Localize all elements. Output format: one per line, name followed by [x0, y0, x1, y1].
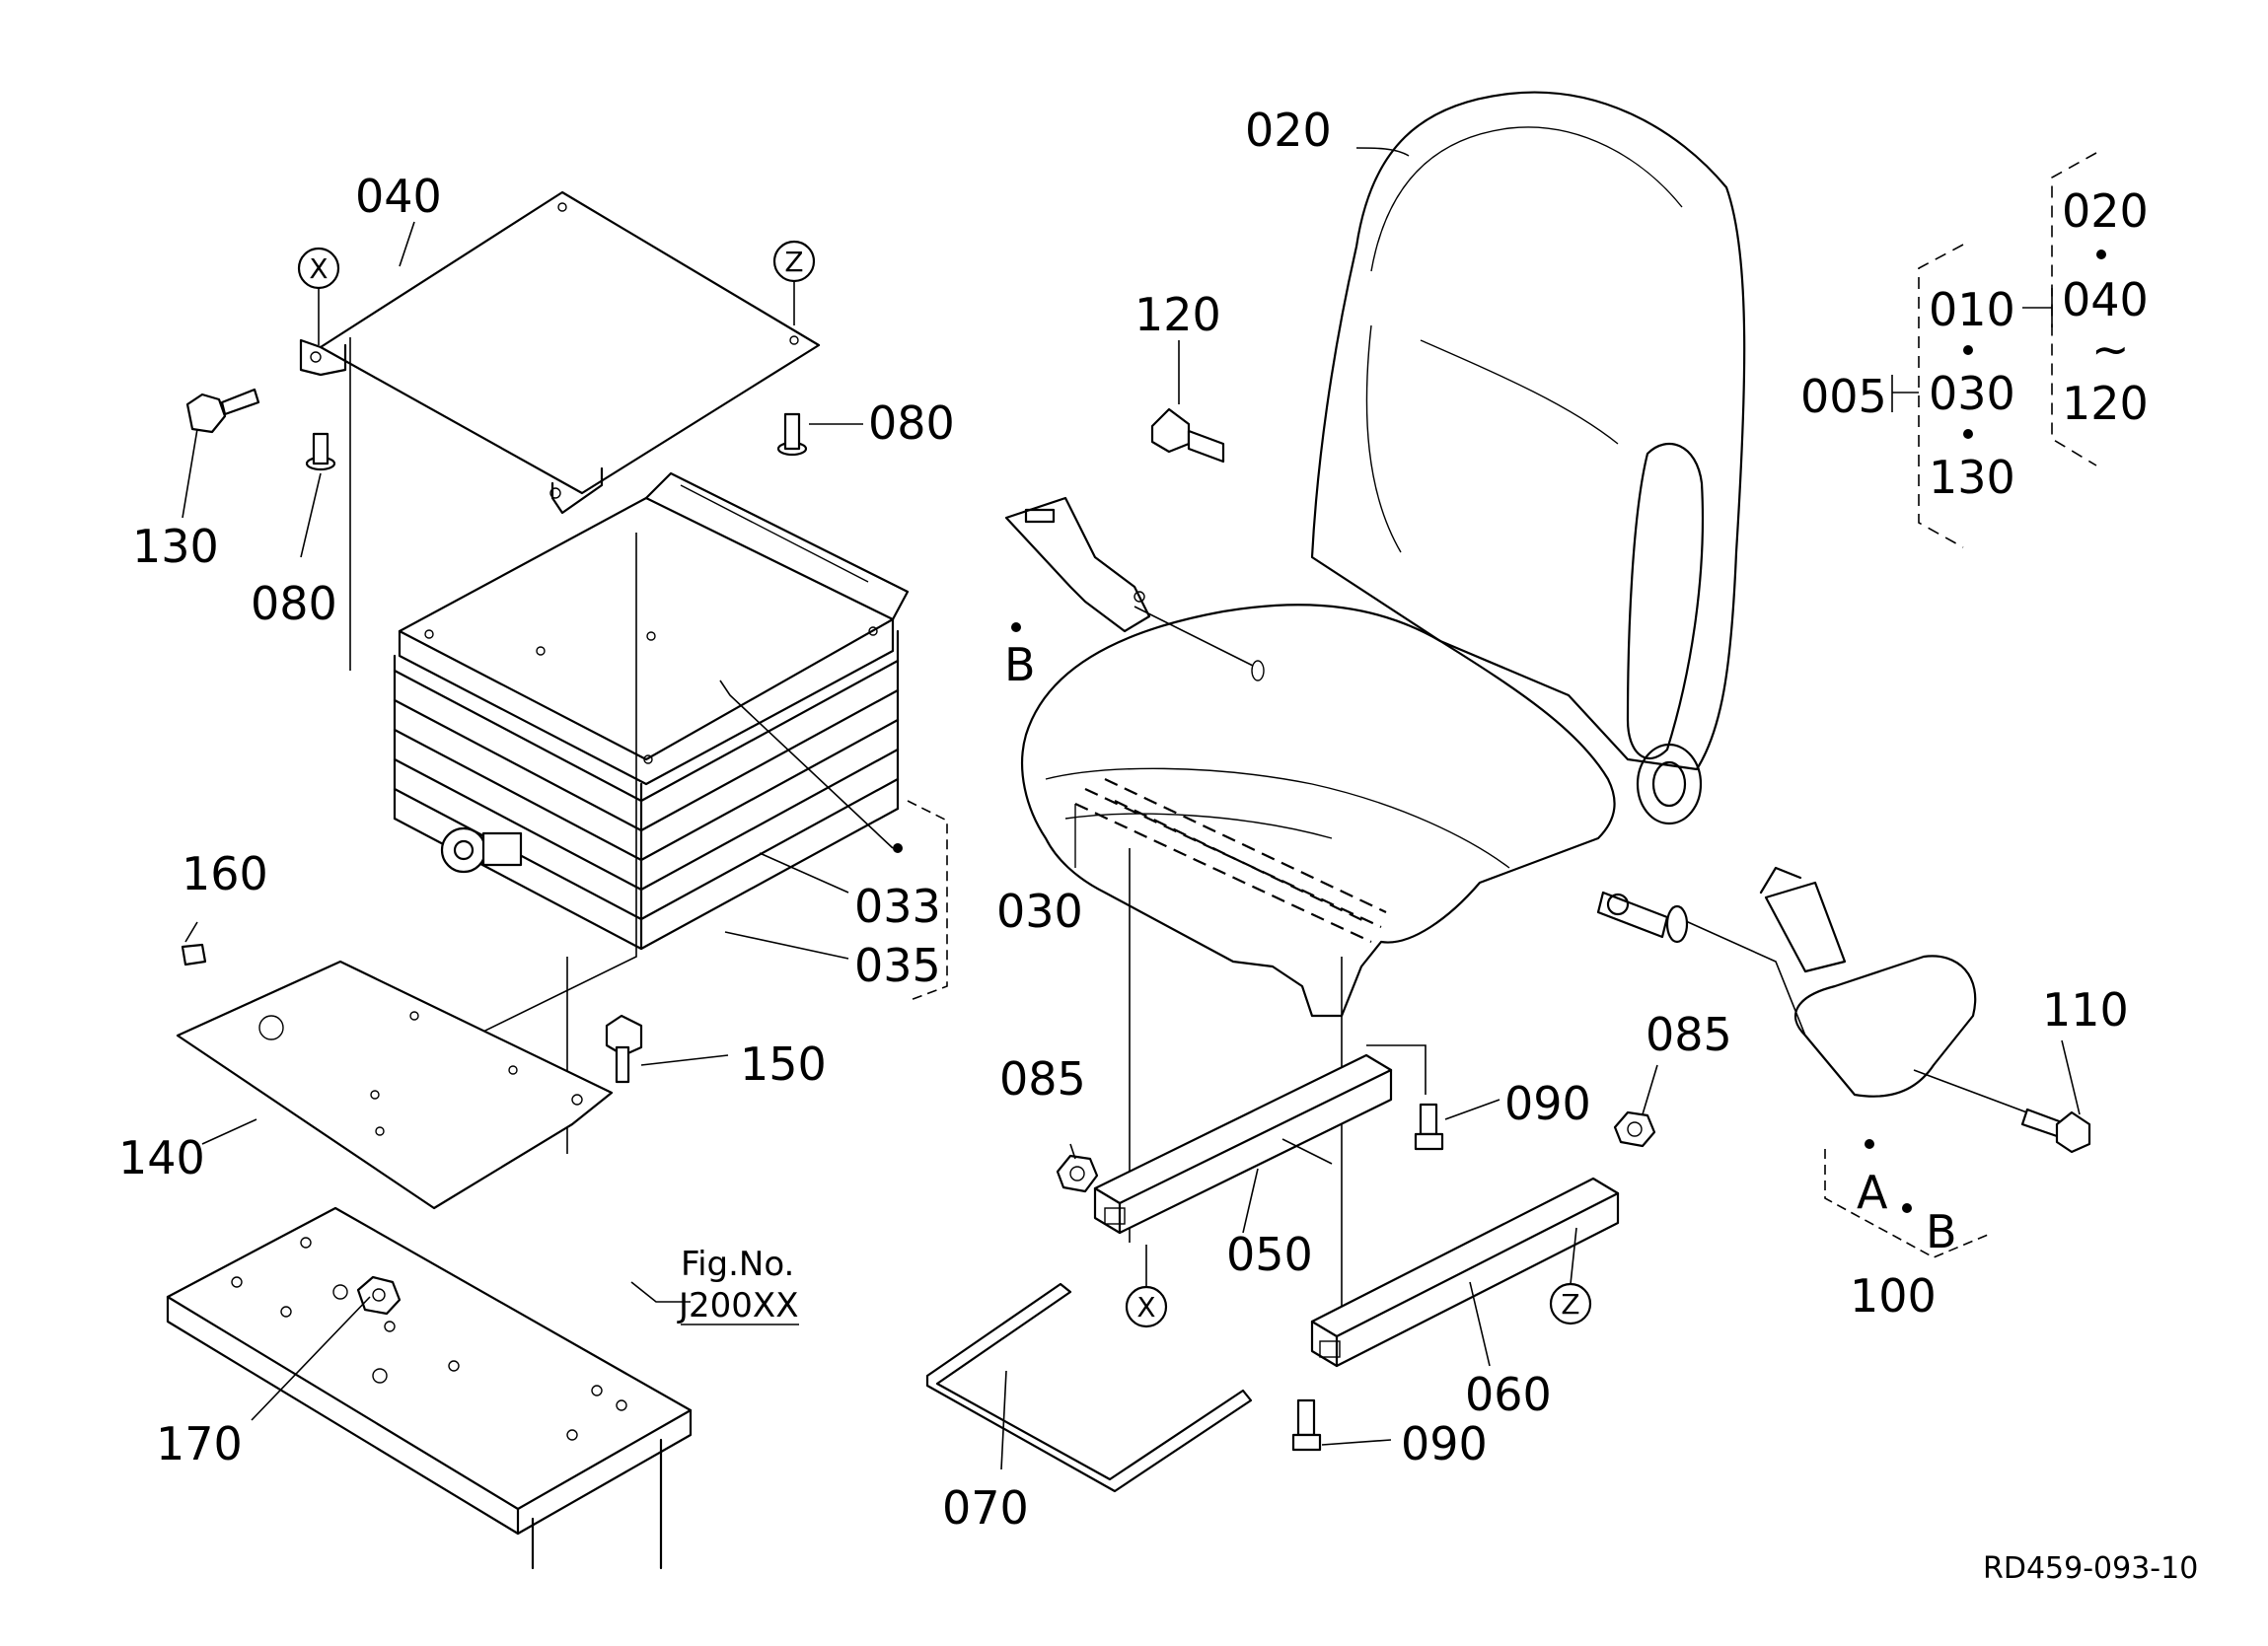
part-label-020: 020 [1245, 104, 1332, 157]
part-label-080-right: 080 [868, 396, 955, 450]
marker-z-rail: Z [1561, 1288, 1579, 1321]
assembly-tree: 005 010 030 130 020 040 ~ 120 [1800, 152, 2149, 548]
base-plate [176, 960, 614, 1210]
seat-belt-buckle [1004, 496, 1265, 681]
assembly-col2-3: 120 [2062, 377, 2149, 430]
part-label-080-left: 080 [251, 577, 337, 630]
bolt-090-upper-icon [1414, 1103, 1444, 1151]
bolt-120-icon [1150, 407, 1225, 464]
figref-line1: Fig.No. [681, 1245, 794, 1284]
marker-z-top: Z [784, 246, 803, 278]
part-label-150: 150 [740, 1038, 827, 1091]
top-plate [299, 190, 821, 515]
nut-085-left-icon [1056, 1154, 1099, 1193]
part-label-033: 033 [854, 880, 941, 933]
part-label-040: 040 [355, 170, 442, 223]
screw-080-right-icon [776, 412, 808, 457]
assembly-col1-2: 130 [1929, 451, 2015, 504]
part-label-090-lower: 090 [1401, 1417, 1488, 1470]
assembly-col2-1: 040 [2062, 273, 2149, 326]
part-label-110: 110 [2042, 983, 2129, 1037]
part-label-030: 030 [996, 885, 1083, 938]
nut-085-right-icon [1613, 1110, 1656, 1148]
bolt-110-icon [2020, 1108, 2091, 1154]
part-label-160: 160 [182, 847, 268, 900]
part-label-170: 170 [156, 1417, 243, 1470]
part-label-120: 120 [1134, 288, 1221, 341]
cap-160-icon [181, 943, 207, 966]
nut-170-icon [356, 1275, 402, 1316]
mount-bracket [166, 1206, 693, 1570]
slide-rail-right [1310, 1177, 1620, 1368]
seat-cushion [1020, 91, 1746, 1018]
seat-suspension [393, 471, 910, 951]
slide-rail-left [1093, 1053, 1393, 1235]
part-label-070: 070 [942, 1481, 1029, 1535]
part-label-130: 130 [132, 520, 219, 573]
bolt-130-icon [185, 388, 260, 434]
assembly-col2-2: ~ [2091, 322, 2130, 376]
figref-line2: J200XX [677, 1286, 799, 1325]
assembly-col2-0: 020 [2062, 184, 2149, 238]
belt-marker-b-retractor: B [1926, 1205, 1957, 1258]
marker-x-top: X [309, 252, 328, 285]
bolt-150-icon [605, 1014, 643, 1084]
adjust-lever [925, 1282, 1253, 1493]
bolt-090-lower-icon [1291, 1398, 1322, 1452]
screw-080-left-icon [305, 432, 336, 471]
part-label-090-upper: 090 [1504, 1077, 1591, 1130]
assembly-root: 005 [1800, 370, 1887, 423]
part-label-050: 050 [1226, 1228, 1313, 1281]
drawing-code: RD459-093-10 [1983, 1551, 2198, 1586]
part-label-100: 100 [1850, 1269, 1937, 1323]
seat-belt-retractor [1596, 866, 2033, 1115]
assembly-col1-0: 010 [1929, 283, 2015, 336]
part-label-140: 140 [118, 1131, 205, 1184]
marker-x-rail: X [1136, 1291, 1155, 1324]
part-label-060: 060 [1465, 1368, 1552, 1421]
figure-reference[interactable]: Fig.No. J200XX [677, 1245, 799, 1325]
belt-marker-b-buckle: B [1004, 638, 1036, 691]
leader-lines [182, 147, 2081, 1470]
part-label-085-left: 085 [999, 1052, 1086, 1106]
belt-marker-a: A [1857, 1166, 1888, 1219]
part-label-085-right: 085 [1646, 1008, 1732, 1061]
assembly-col1-1: 030 [1929, 367, 2015, 420]
part-label-035: 035 [854, 939, 941, 992]
